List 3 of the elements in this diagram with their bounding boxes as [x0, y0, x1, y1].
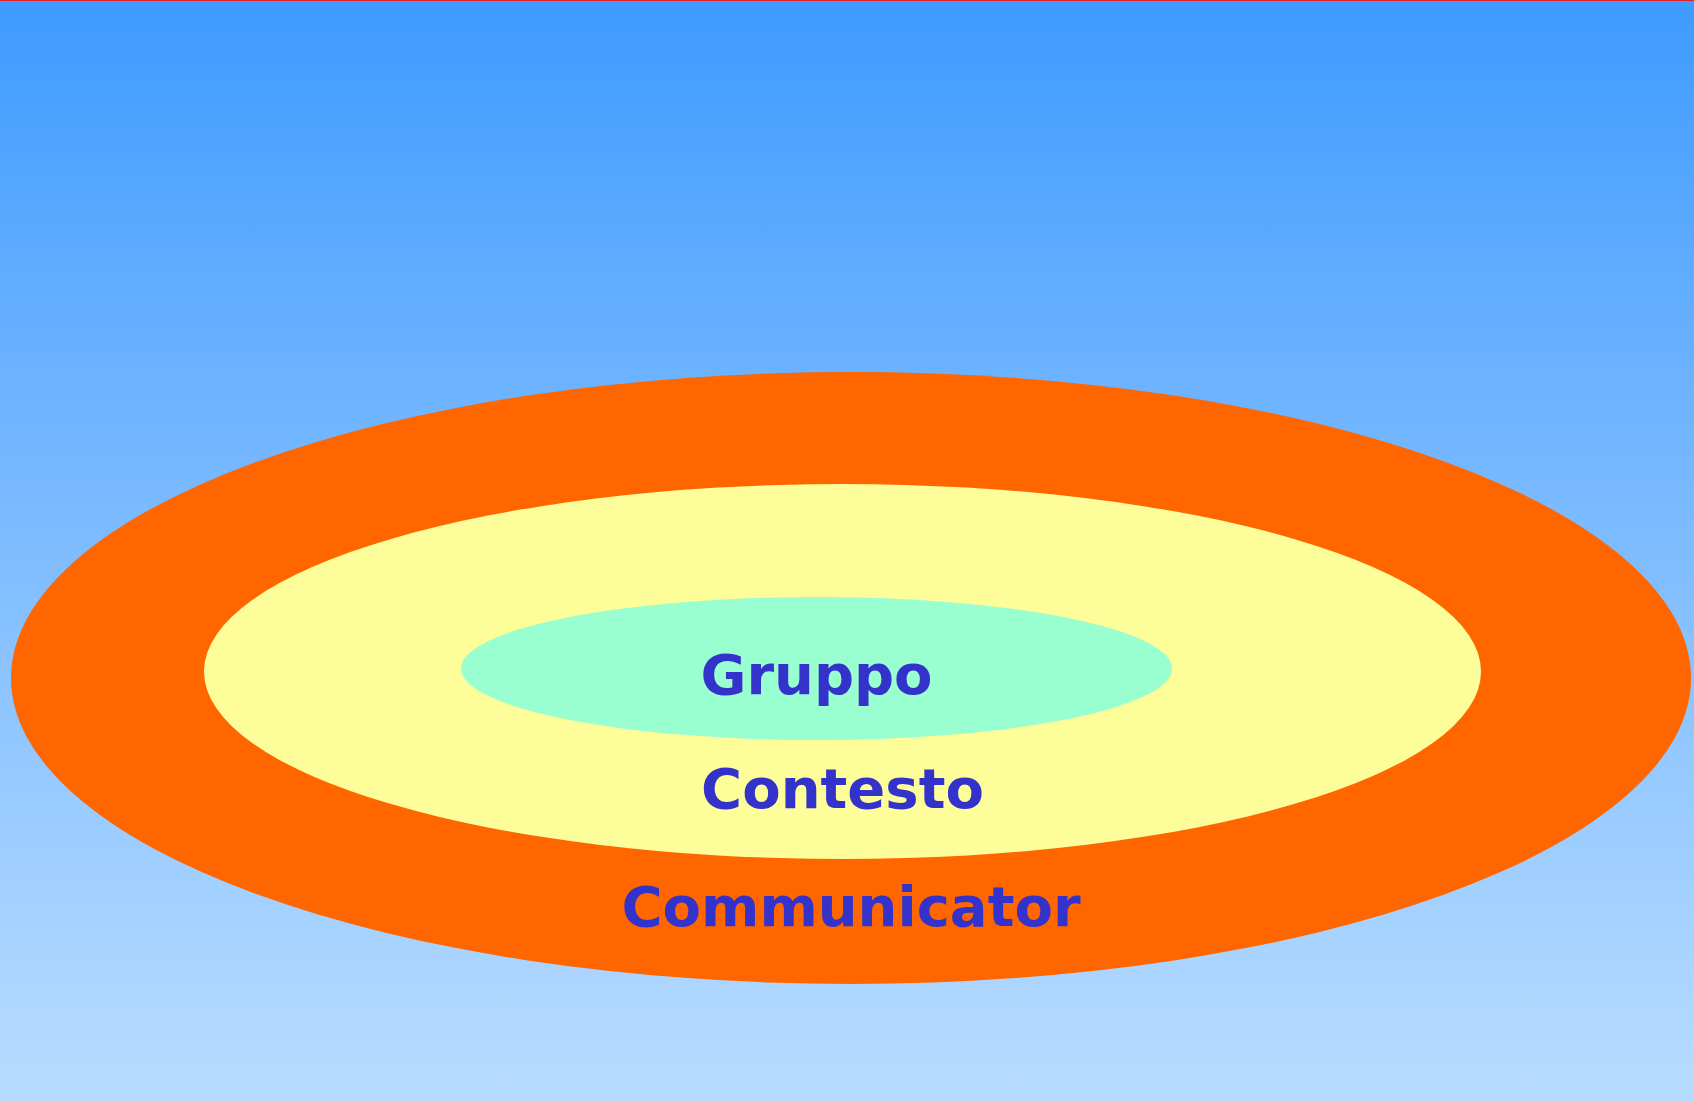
region-label: Gruppo	[700, 641, 933, 709]
region-label: Communicator	[621, 873, 1081, 941]
region-label: Contesto	[701, 755, 984, 823]
